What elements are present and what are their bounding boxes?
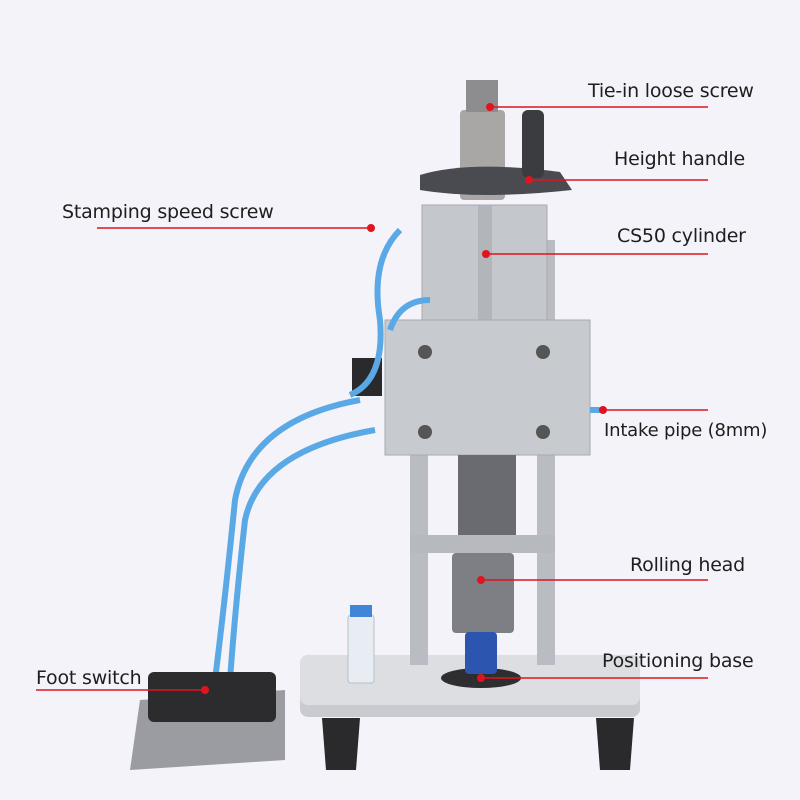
label-intake-pipe: Intake pipe (8mm) [604,420,768,441]
rolling-head [452,553,514,633]
foot-switch [130,672,285,770]
leader-dots [201,103,607,694]
label-cs50-cylinder: CS50 cylinder [617,225,746,247]
air-tubing [212,227,605,681]
label-rolling-head: Rolling head [630,554,745,576]
slide-block [384,319,591,456]
label-stamping-speed-screw: Stamping speed screw [62,201,274,223]
height-handle [420,166,572,195]
label-tie-in-loose-screw: Tie-in loose screw [588,80,754,102]
label-foot-switch: Foot switch [36,667,142,689]
label-height-handle: Height handle [614,148,746,170]
label-positioning-base: Positioning base [602,650,754,672]
leader-lines [36,106,708,691]
